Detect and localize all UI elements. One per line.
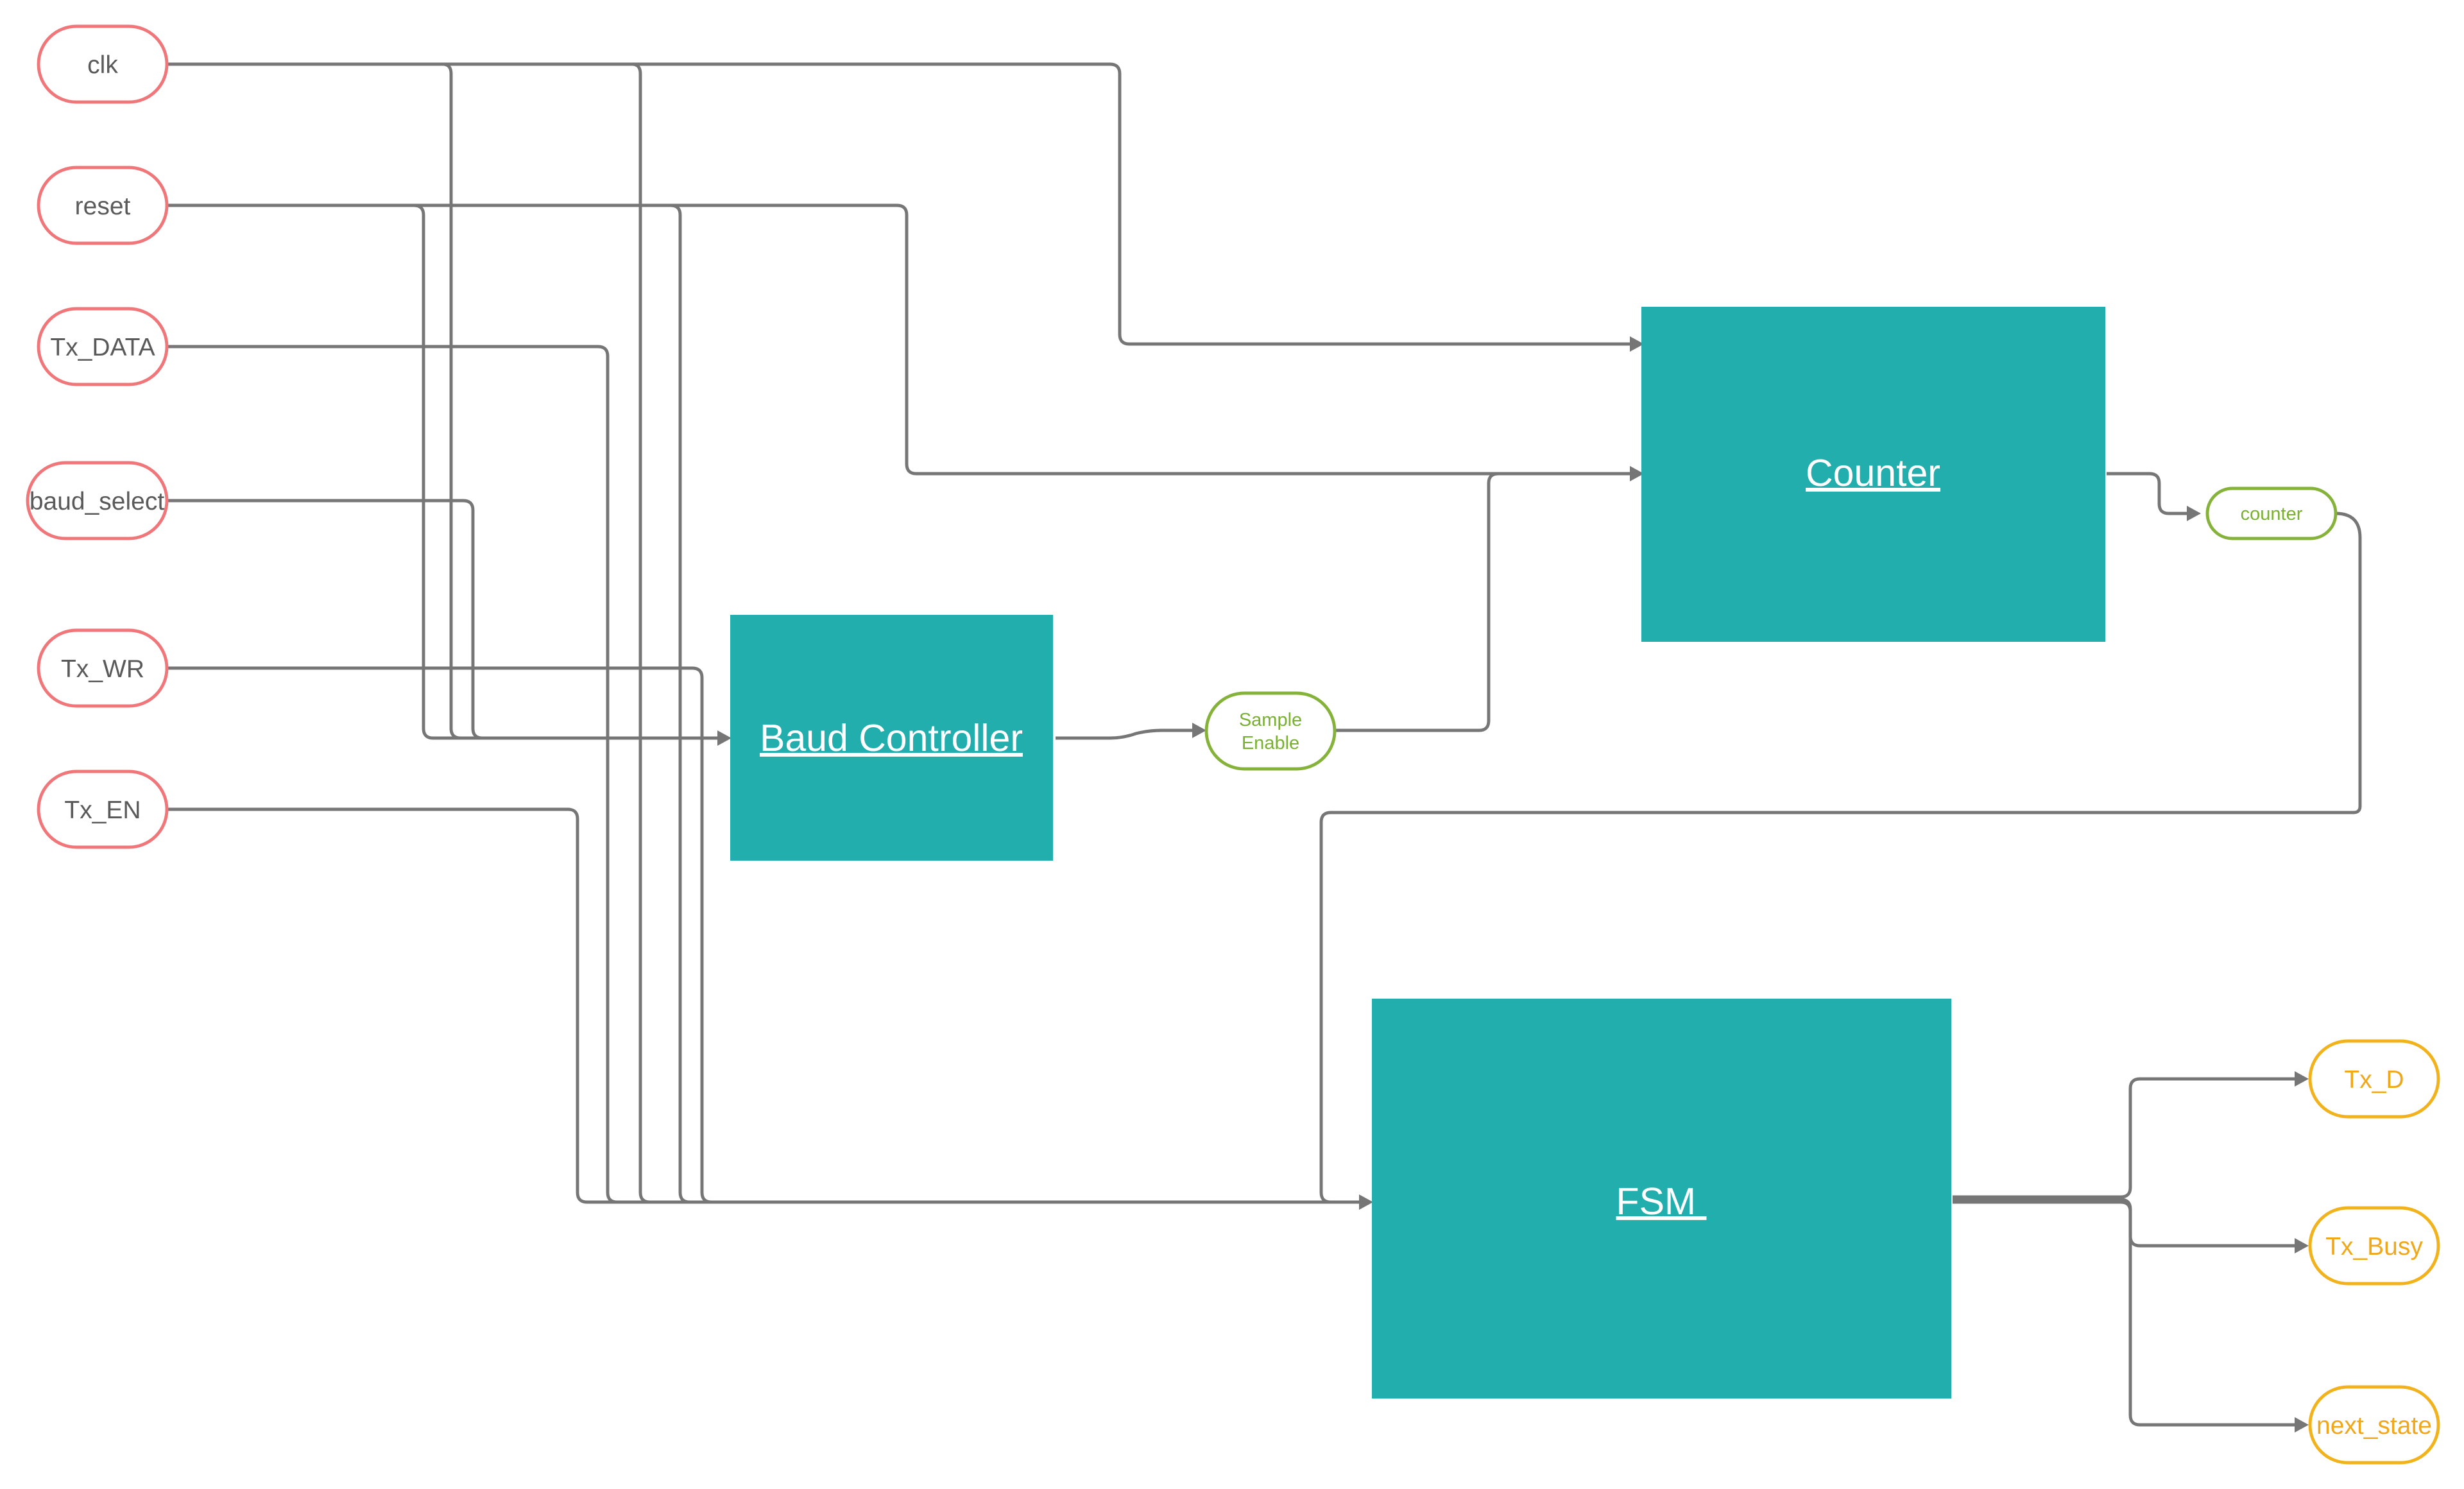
output-tx-d[interactable]: Tx_D — [2308, 1039, 2440, 1119]
signal-sample-enable-line2: Enable — [1242, 733, 1299, 753]
input-tx-en-label: Tx_EN — [64, 796, 141, 824]
output-tx-busy[interactable]: Tx_Busy — [2308, 1206, 2440, 1286]
signal-counter[interactable]: counter — [2205, 486, 2338, 540]
input-tx-data-label: Tx_DATA — [50, 334, 155, 361]
arrow-nextstate — [2295, 1417, 2309, 1433]
arrowheads — [717, 336, 2309, 1433]
input-reset-label: reset — [75, 193, 131, 220]
wire-clk-to-counter — [167, 62, 1636, 346]
fsm-block[interactable]: FSM — [1372, 999, 1951, 1399]
baud-controller-block[interactable]: Baud Controller — [730, 615, 1053, 861]
signal-sample-enable[interactable]: Sample Enable — [1204, 691, 1337, 771]
wire-counter-to-signal — [2107, 472, 2193, 515]
arrow-counter-reset — [1630, 466, 1644, 481]
wire-sample-enable-to-counter — [1335, 472, 1636, 732]
input-baud-select-label: baud_select — [30, 488, 164, 515]
input-tx-wr[interactable]: Tx_WR — [37, 628, 169, 708]
arrow-txd — [2295, 1071, 2309, 1087]
arrow-txbusy — [2295, 1238, 2309, 1253]
arrow-sample-enable — [1192, 723, 1206, 738]
wire-reset-to-counter — [167, 203, 1636, 476]
wire-baudselect-to-baud — [167, 499, 724, 740]
output-next-state-label: next_state — [2316, 1412, 2432, 1440]
input-tx-en[interactable]: Tx_EN — [37, 770, 169, 849]
output-tx-busy-label: Tx_Busy — [2325, 1233, 2423, 1261]
wire-baud-to-sample-enable — [1056, 728, 1198, 740]
output-tx-d-label: Tx_D — [2344, 1066, 2404, 1094]
wires — [167, 62, 2362, 1427]
arrow-fsm-input — [1359, 1194, 1373, 1210]
counter-block[interactable]: Counter — [1641, 307, 2105, 642]
baud-controller-label: Baud Controller — [760, 717, 1023, 759]
input-baud-select[interactable]: baud_select — [26, 461, 169, 540]
input-clk-label: clk — [87, 51, 118, 79]
wire-fsm-to-txbusy — [1953, 1198, 2298, 1248]
signal-sample-enable-line1: Sample — [1239, 710, 1302, 730]
counter-label: Counter — [1806, 452, 1940, 494]
input-tx-data[interactable]: Tx_DATA — [37, 307, 169, 386]
arrow-counter-signal — [2187, 506, 2201, 521]
signal-counter-label: counter — [2241, 504, 2303, 524]
wire-txen-to-fsm — [167, 807, 1362, 1204]
wire-reset-to-baud — [413, 203, 724, 740]
wire-counter-signal-to-fsm — [1319, 512, 2362, 1204]
arrow-baud-input — [717, 730, 732, 746]
arrow-counter-clk — [1630, 336, 1644, 352]
wire-fsm-to-txd — [1953, 1077, 2298, 1199]
input-tx-wr-label: Tx_WR — [61, 655, 144, 683]
input-reset[interactable]: reset — [37, 166, 169, 245]
fsm-label: FSM — [1616, 1180, 1707, 1223]
input-clk[interactable]: clk — [37, 24, 169, 104]
wire-fsm-to-nextstate — [1953, 1200, 2298, 1427]
output-next-state[interactable]: next_state — [2308, 1385, 2440, 1465]
